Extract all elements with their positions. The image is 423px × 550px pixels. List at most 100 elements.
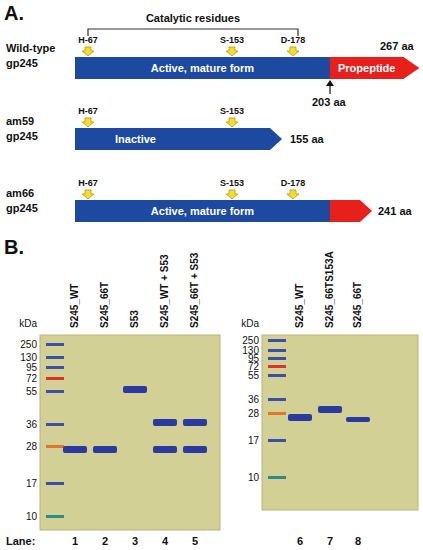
length-label: 155 aa	[290, 133, 324, 146]
marker-size: 250	[20, 339, 37, 351]
length-label: 241 aa	[378, 205, 412, 218]
marker-size: 130	[20, 352, 37, 364]
marker-size: 10	[248, 472, 259, 484]
ladder-band	[268, 349, 286, 352]
residue-arrow	[82, 118, 94, 127]
inactive-domain-bar: Inactive	[75, 128, 282, 150]
length-label: 267 aa	[380, 40, 414, 53]
mature-domain-bar: Active, mature form	[75, 200, 330, 222]
residue-arrow	[226, 47, 238, 56]
variant-name: am59	[6, 115, 34, 128]
protein-band	[153, 419, 177, 426]
residue-label: H-67	[78, 178, 98, 188]
bar-outline	[330, 57, 419, 79]
marker-size: 28	[248, 408, 259, 420]
ladder-band	[46, 515, 64, 518]
ladder-band	[46, 377, 64, 380]
bar-label: Active, mature form	[151, 57, 254, 79]
bar-label: Inactive	[115, 128, 156, 150]
lane-name: S245_WT	[69, 284, 81, 328]
protein-band	[288, 414, 312, 421]
lane-name: S245_WT	[294, 284, 306, 328]
protein-name: gp245	[6, 130, 38, 143]
ladder-band	[268, 398, 286, 401]
gel-left	[40, 335, 220, 530]
ladder-right	[268, 339, 286, 479]
lane-number: 1	[72, 535, 78, 548]
ladder-band	[46, 482, 64, 485]
residue-arrow	[287, 190, 299, 199]
mature-domain-bar: Active, mature form	[75, 57, 330, 79]
marker-size: 10	[26, 511, 37, 523]
lane-number: 6	[297, 535, 303, 548]
ladder-left	[46, 343, 64, 518]
protein-band	[123, 386, 147, 393]
residue-arrow	[82, 190, 94, 199]
lane-name: S245_66T	[352, 282, 364, 328]
residue-label: D-178	[281, 35, 306, 45]
protein-band	[93, 446, 117, 453]
ladder-band	[46, 390, 64, 393]
ladder-band	[46, 343, 64, 346]
protein-band	[318, 406, 342, 413]
panel-letter: B.	[4, 236, 24, 259]
protein-band	[183, 419, 207, 426]
bar-shape	[75, 128, 282, 150]
cleavage-arrowhead	[326, 80, 334, 86]
propeptide-bar: Propeptide	[330, 57, 419, 79]
marker-size: 95	[26, 362, 37, 374]
ladder-band	[46, 445, 64, 448]
ladder-band	[268, 339, 286, 342]
ladder-band	[46, 366, 64, 369]
gel-right	[262, 335, 418, 510]
bar-outline	[75, 200, 330, 222]
protein-name: gp245	[6, 57, 38, 70]
ladder-band	[46, 423, 64, 426]
lane-number: 2	[102, 535, 108, 548]
bracket-title: Catalytic residues	[146, 12, 240, 25]
protein-band	[153, 446, 177, 453]
protein-band	[63, 446, 87, 453]
ladder-band	[268, 365, 286, 368]
protein-band	[183, 446, 207, 453]
bar-label: Propeptide	[338, 57, 395, 79]
lane-name: S245_WT + S53	[159, 254, 171, 328]
bar-outline	[75, 128, 282, 150]
marker-size: 28	[26, 441, 37, 453]
protein-band	[346, 417, 370, 422]
residue-arrow	[226, 190, 238, 199]
marker-size: 72	[26, 373, 37, 385]
variant-name: am66	[6, 187, 34, 200]
residue-arrow	[82, 47, 94, 56]
axis-unit: kDa	[19, 318, 37, 330]
lane-number: 4	[162, 535, 168, 548]
variant-name: Wild-type	[6, 42, 55, 55]
propeptide-fragment	[330, 200, 372, 222]
lane-number: 3	[132, 535, 138, 548]
lane-name: S245_66TS153A	[324, 251, 336, 328]
lane-number: 8	[355, 535, 361, 548]
lane-number: 5	[192, 535, 198, 548]
ladder-band	[268, 412, 286, 415]
residue-label: H-67	[78, 35, 98, 45]
residue-label: S-153	[220, 178, 244, 188]
lane-name: S245_66T + S53	[189, 253, 201, 328]
residue-arrow	[226, 118, 238, 127]
residue-label: S-153	[220, 35, 244, 45]
marker-size: 36	[248, 394, 259, 406]
residue-label: D-178	[281, 178, 306, 188]
residue-bracket	[88, 29, 298, 36]
residue-label: H-67	[78, 106, 98, 116]
marker-size: 250	[242, 335, 259, 347]
ladder-band	[268, 374, 286, 377]
lane-heading: Lane:	[6, 535, 35, 548]
residue-label: S-153	[220, 106, 244, 116]
ladder-band	[46, 356, 64, 359]
ladder-band	[268, 476, 286, 479]
lane-name: S53	[129, 310, 141, 328]
lane-number: 7	[327, 535, 333, 548]
marker-size: 17	[26, 478, 37, 490]
marker-size: 36	[26, 419, 37, 431]
